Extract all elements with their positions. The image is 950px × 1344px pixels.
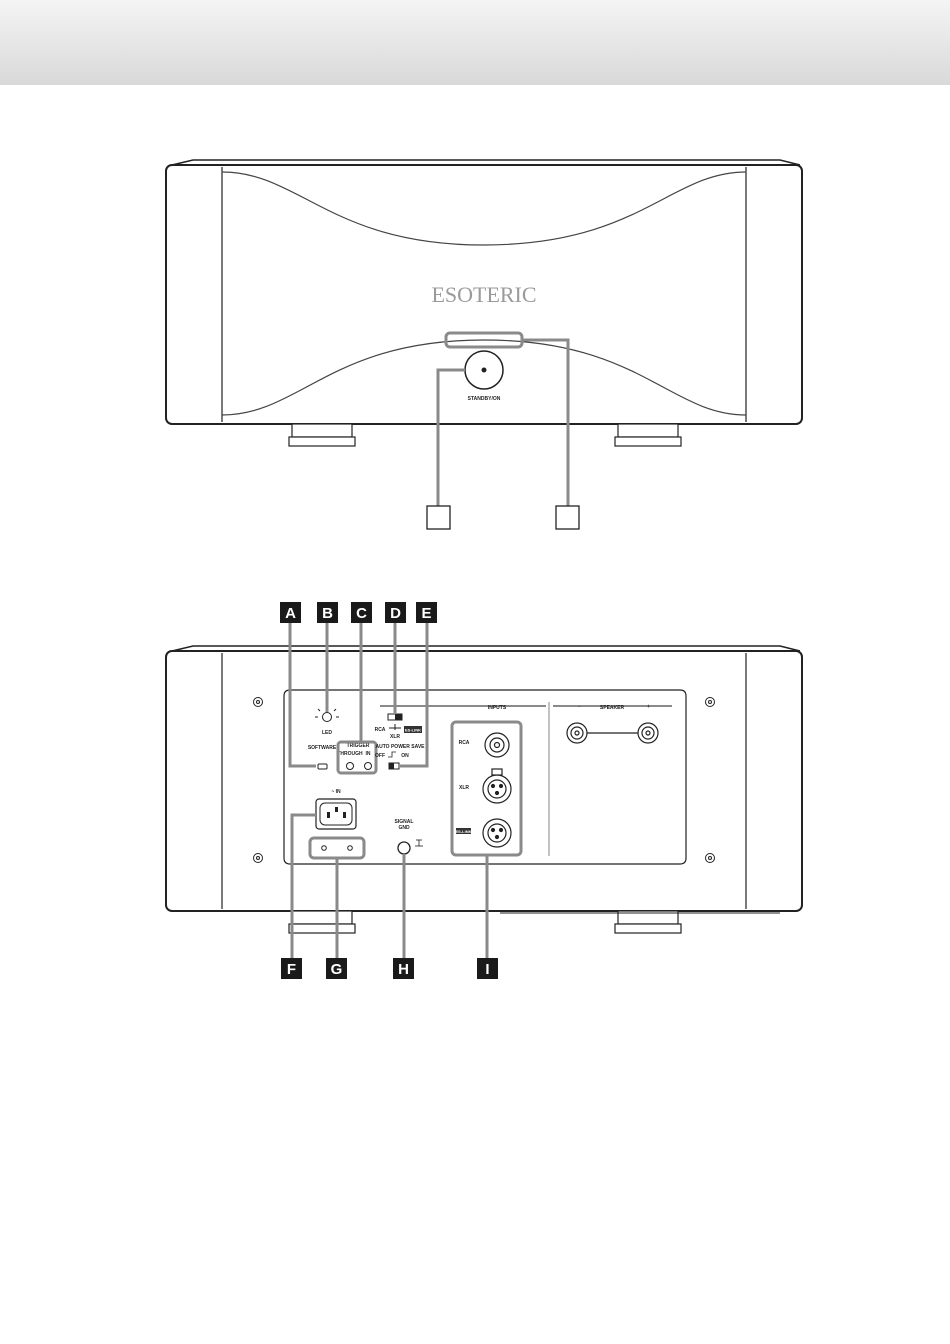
input-xlr-label: XLR <box>459 785 469 791</box>
trigger-through-label: THROUGH <box>337 751 363 757</box>
esl-input-jack[interactable] <box>483 819 511 847</box>
callout-e: E <box>421 605 431 622</box>
select-xlr-label: XLR <box>390 734 400 740</box>
input-esl-label: ES-LINK <box>456 829 472 834</box>
select-esl-label: ES-LINK <box>405 728 421 733</box>
input-rca-label: RCA <box>459 740 470 746</box>
signal-gnd-terminal[interactable] <box>398 842 410 854</box>
auto-power-save-on: ON <box>401 753 409 759</box>
speaker-header: SPEAKER <box>600 705 625 711</box>
speaker-plus-label: + <box>647 704 650 710</box>
front-panel: ESOTERIC STANDBY/ON <box>166 160 802 529</box>
callout-c: C <box>356 605 367 622</box>
callout-g: G <box>331 961 343 978</box>
auto-power-save-label: AUTO POWER SAVE <box>376 744 426 750</box>
led-label: LED <box>322 730 332 736</box>
callout-b: B <box>322 605 333 622</box>
software-label: SOFTWARE <box>308 745 337 751</box>
standby-on-label: STANDBY/ON <box>468 396 501 402</box>
speaker-minus-label: – <box>578 704 581 710</box>
callout-box-display <box>556 506 579 529</box>
select-rca-label: RCA <box>375 727 386 733</box>
callout-a: A <box>285 605 296 622</box>
callout-box-power <box>427 506 450 529</box>
trigger-label: TRIGGER <box>347 743 370 749</box>
software-port[interactable] <box>318 764 327 769</box>
signal-gnd-label-2: GND <box>398 825 410 831</box>
trigger-in-jack[interactable] <box>365 763 372 770</box>
rca-input-jack[interactable] <box>485 733 509 757</box>
brand-logo: ESOTERIC <box>431 282 536 307</box>
rear-panel: INPUTS SPEAKER – + LED RCA XLR ES-LINK <box>166 622 802 958</box>
trigger-in-label: IN <box>366 751 371 757</box>
callout-f: F <box>287 961 296 978</box>
callout-h: H <box>398 961 409 978</box>
callout-d: D <box>390 605 401 622</box>
callout-i: I <box>485 961 489 978</box>
ac-in-label: ~ IN <box>331 789 341 795</box>
inputs-header: INPUTS <box>488 705 507 711</box>
auto-power-save-off: OFF <box>375 753 385 759</box>
trigger-through-jack[interactable] <box>347 763 354 770</box>
